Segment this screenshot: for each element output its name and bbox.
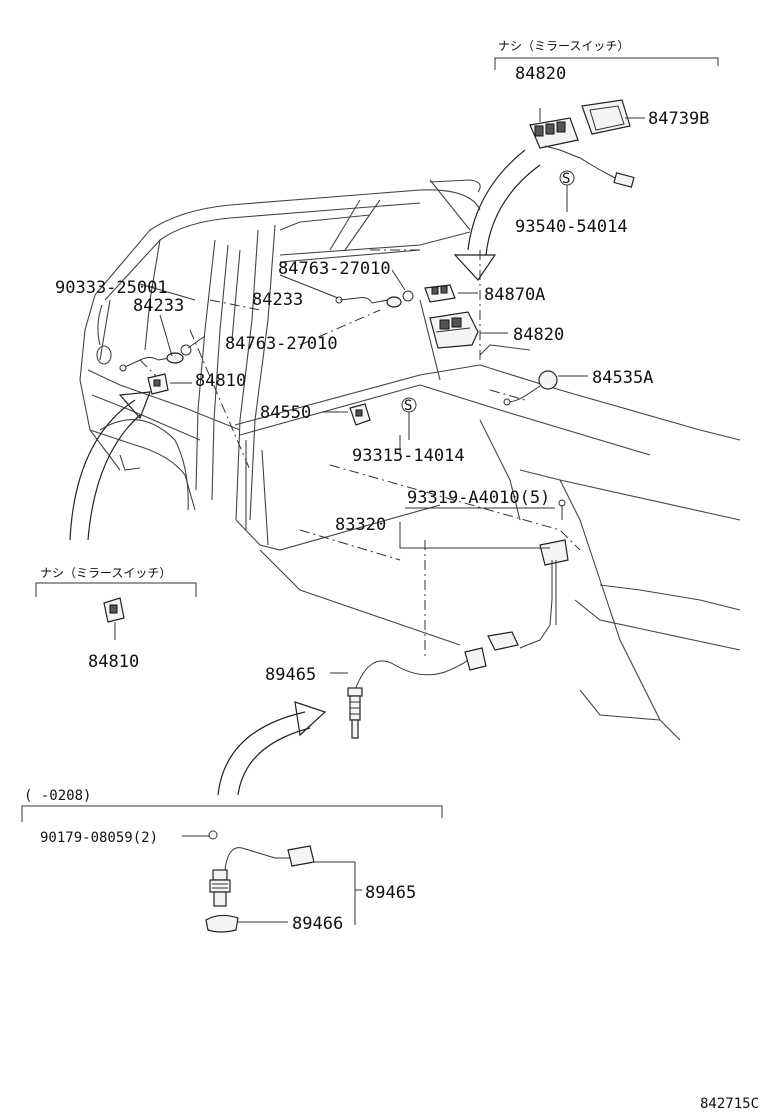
note-bracket-left	[35, 582, 197, 597]
diagram-code: 842715C	[700, 1096, 759, 1112]
label-83320: 83320	[335, 515, 386, 535]
label-84763-a: 84763-27010	[278, 259, 391, 279]
label-89465-lower: 89465	[365, 883, 416, 903]
label-89466: 89466	[292, 914, 343, 934]
oxygen-sensor-89465-lower[interactable]	[208, 830, 315, 907]
truck-body-outline	[79, 179, 741, 741]
switch-84535A[interactable]	[503, 370, 558, 406]
label-84550: 84550	[260, 403, 311, 423]
switch-84870A[interactable]	[424, 284, 456, 303]
mirror-switch-84820-mid[interactable]	[429, 311, 479, 349]
label-84810: 84810	[195, 371, 246, 391]
cable-84233-right[interactable]	[335, 296, 402, 308]
oxygen-sensor-89465-upper[interactable]	[347, 647, 487, 739]
note-bracket-top	[494, 57, 719, 70]
note-no-mirror-switch-left: ナシ（ミラースイッチ）	[40, 566, 171, 580]
mirror-switch-84820-top[interactable]	[529, 108, 635, 188]
label-84763-b: 84763-27010	[225, 334, 338, 354]
clip-84763-a	[402, 290, 414, 302]
label-84810-alt: 84810	[88, 652, 139, 672]
label-84870A: 84870A	[484, 285, 545, 305]
pointer-arrows	[69, 149, 541, 796]
label-84233-right: 84233	[252, 290, 303, 310]
switch-84810[interactable]	[147, 373, 169, 395]
washer-icon-93540: S	[559, 170, 575, 187]
washer-symbol: S	[562, 171, 570, 187]
label-93540: 93540-54014	[515, 217, 628, 237]
leader-guides	[139, 249, 581, 660]
switch-84550[interactable]	[349, 403, 371, 426]
note-no-mirror-switch-top: ナシ（ミラースイッチ）	[498, 39, 629, 53]
label-range: ( -0208)	[24, 788, 91, 804]
label-84233-left: 84233	[133, 296, 184, 316]
label-84820-top: 84820	[515, 64, 566, 84]
fuel-sender-83320[interactable]	[487, 499, 569, 651]
part-labels: ナシ（ミラースイッチ） 84820 84739B 93540-54014 847…	[24, 39, 759, 1112]
label-89465-upper: 89465	[265, 665, 316, 685]
switch-bezel-84739B[interactable]	[581, 99, 631, 135]
label-84535A: 84535A	[592, 368, 653, 388]
label-90333: 90333-25001	[55, 278, 168, 298]
range-bracket	[21, 805, 443, 822]
label-90179: 90179-08059(2)	[40, 830, 158, 846]
label-93319: 93319-A4010(5)	[407, 488, 550, 508]
washer-icon-93315: S	[401, 397, 417, 414]
label-93315: 93315-14014	[352, 446, 465, 466]
label-84739B: 84739B	[648, 109, 709, 129]
gasket-89466[interactable]	[205, 914, 239, 933]
switch-84810-alt[interactable]	[103, 597, 125, 623]
clip-84763-b	[180, 344, 192, 356]
washer-symbol-2: S	[404, 398, 412, 414]
label-84820-mid: 84820	[513, 325, 564, 345]
callout-lines	[114, 117, 645, 925]
cable-84233-left[interactable]	[119, 352, 184, 372]
